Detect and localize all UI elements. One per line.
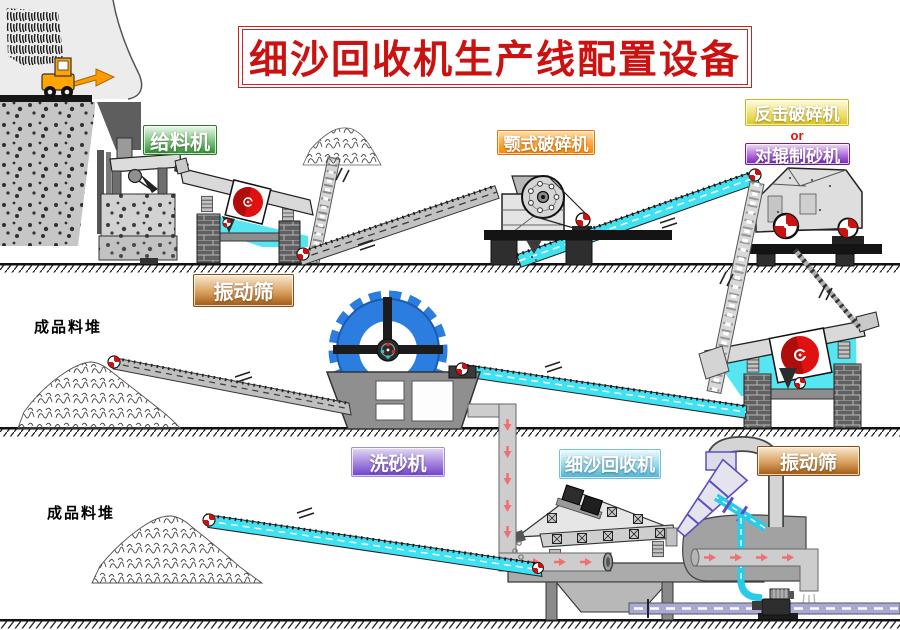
sand-washer-machine (325, 290, 482, 430)
impact-crusher-label: 反击破碎机 (745, 99, 849, 126)
feeder-label: 给料机 (143, 125, 217, 155)
quarry-cliff (0, 102, 141, 246)
conveyor-to-jaw-crusher (296, 184, 500, 266)
screen-motor (768, 327, 833, 384)
motor-pulley (837, 217, 859, 239)
jaw-crusher-label: 颚式破碎机 (497, 130, 595, 155)
discharge-ladder (698, 181, 765, 394)
hydrocyclone (676, 451, 749, 538)
page-title: 细沙回收机生产线配置设备 (242, 29, 748, 85)
roller-sand-maker-label: 对辊制砂机 (745, 143, 850, 166)
vibrating-screen-2-machine (704, 311, 880, 429)
impact-crusher-machine (750, 167, 882, 267)
fine-sand-recycler-label: 细沙回收机 (559, 449, 661, 479)
title-box: 细沙回收机生产线配置设备 (238, 26, 752, 88)
slurry-pump (752, 588, 798, 619)
feeder-machine (97, 137, 189, 264)
brick-pier (743, 373, 772, 429)
stockpile-top-label: 成品料堆 (34, 319, 103, 336)
conveyor-to-stockpile-1 (107, 355, 352, 416)
stockpile-bottom-label: 成品料堆 (47, 505, 116, 522)
ground-line-top (0, 263, 900, 273)
brick-pier (833, 363, 862, 429)
vibrating-screen-1-label: 振动筛 (193, 274, 294, 307)
stockpile-1 (17, 361, 182, 429)
vibrating-screen-2-label: 振动筛 (757, 446, 860, 476)
quarry-mountain (0, 0, 143, 246)
or-label: or (790, 127, 804, 143)
screen-motor (224, 179, 272, 225)
stockpile-2 (91, 515, 264, 584)
discharge-drips (512, 540, 524, 560)
flow-arrow (69, 68, 116, 88)
motor-pulley (575, 212, 591, 228)
stockpile-small (302, 127, 382, 166)
vibration-motors (555, 484, 604, 520)
drive-chain (793, 248, 862, 330)
sand-washer-label: 洗砂机 (351, 447, 445, 477)
ground-line-bottom (0, 619, 900, 629)
conveyor-to-stockpile-2 (202, 513, 544, 577)
overflow-discharge-pipe (690, 548, 819, 608)
rock-face (6, 8, 64, 66)
brick-pier (278, 220, 301, 264)
vibrating-screen-1-machine (174, 157, 314, 264)
slurry-pipe-from-washer (467, 403, 614, 572)
jaw-crusher-pedestal (484, 230, 672, 266)
brick-pier (196, 213, 221, 264)
jaw-crusher-machine (501, 175, 592, 241)
crusher-pulley (772, 212, 800, 240)
wheel-loader (41, 57, 116, 98)
